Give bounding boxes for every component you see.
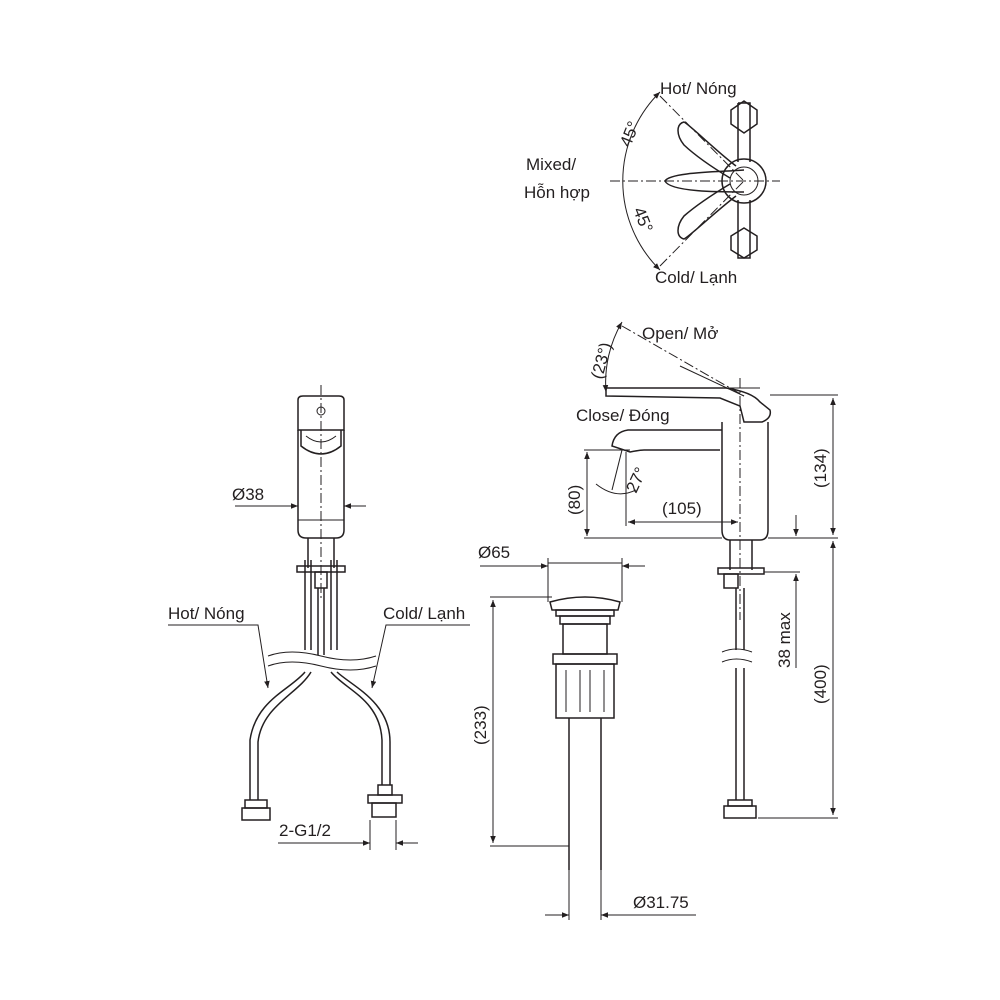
side-close-label: Close/ Đóng (576, 406, 670, 425)
front-nut (314, 571, 328, 589)
drain-d65-label: Ø65 (478, 543, 510, 562)
side-open-label: Open/ Mở (642, 324, 718, 343)
front-fitting-left-b (241, 807, 271, 821)
front-hose-right (330, 671, 391, 785)
side-fitting-b (723, 805, 757, 819)
front-thread-label: 2-G1/2 (279, 821, 331, 840)
top-view: Hot/ Nóng Mixed/ Hỗn hợp Cold/ Lạnh 45° … (524, 79, 780, 287)
front-lever (300, 430, 342, 455)
top-hot-label: Hot/ Nóng (660, 79, 737, 98)
drain-body (555, 663, 615, 719)
side-view: Open/ Mở Close/ Đóng (23°) 27° (80) (105… (565, 321, 838, 819)
drain-body-detail (565, 670, 605, 712)
drain-ring-1 (559, 615, 611, 625)
side-shank (729, 540, 753, 570)
front-handle-dot (316, 406, 326, 416)
front-lever-inner (305, 435, 337, 443)
front-break-lower (267, 661, 377, 671)
top-mixed-label-2: Hỗn hợp (524, 183, 590, 202)
drain-view: Ø65 (233) Ø31.75 (471, 543, 696, 920)
side-spout-ref (611, 449, 623, 491)
top-nut-upper (730, 100, 758, 134)
side-spout (611, 429, 722, 453)
front-fitting-right-b (367, 794, 403, 804)
handle-hot (677, 121, 737, 179)
side-hose-upper (735, 588, 745, 650)
front-fitting-left-a (244, 799, 268, 809)
side-fitting-a (727, 799, 753, 807)
drain-nut (552, 653, 618, 665)
side-nut (723, 573, 739, 589)
drain-pipe (568, 718, 602, 870)
front-shank (307, 538, 335, 568)
side-hose-lower (735, 668, 745, 800)
drain-thread (562, 623, 608, 655)
side-body (721, 422, 769, 541)
top-mixed-label-1: Mixed/ (526, 155, 576, 174)
top-body-lower (737, 200, 751, 259)
front-hose-left-top (304, 560, 312, 650)
side-105-label: (105) (662, 499, 702, 518)
side-break (721, 648, 753, 663)
drain-233-label: (233) (471, 705, 490, 745)
front-stud (317, 588, 325, 655)
front-handle (297, 395, 345, 431)
side-lever (605, 387, 772, 423)
handle-cold (677, 183, 737, 240)
side-open-dashline (621, 325, 745, 397)
front-break-upper (267, 651, 377, 661)
drain-cap (549, 596, 621, 611)
front-view: Ø38 2-G1/2 Hot/ Nóng Cold/ Lạnh (168, 385, 470, 850)
front-hot-label: Hot/ Nóng (168, 604, 245, 623)
front-fitting-right-a (377, 784, 393, 796)
side-lever-arc (602, 321, 623, 393)
drain-flange (555, 609, 615, 617)
front-cold-leader (370, 624, 470, 689)
top-angle-upper: 45° (616, 119, 643, 150)
side-400-label: (400) (811, 664, 830, 704)
side-lever-open-edge (679, 365, 745, 397)
front-body (297, 430, 345, 539)
side-spout-arc (595, 483, 637, 495)
side-spout-angle: 27° (622, 464, 650, 495)
side-washer (717, 567, 765, 575)
front-d38-label: Ø38 (232, 485, 264, 504)
front-fitting-right-c (371, 802, 397, 818)
front-cold-label: Cold/ Lạnh (383, 604, 465, 623)
drain-d3175-label: Ø31.75 (633, 893, 689, 912)
side-80-label: (80) (565, 485, 584, 515)
top-swing-arc (622, 91, 661, 271)
top-body-inner-circle (729, 166, 759, 196)
top-body-circle (721, 158, 767, 204)
front-hose-left (249, 671, 312, 800)
top-nut-lower (730, 227, 758, 259)
top-cold-dashline (659, 180, 745, 267)
side-lever-angle: (23°) (588, 340, 616, 381)
front-hose-right-top (330, 560, 338, 650)
side-134-label: (134) (811, 448, 830, 488)
top-cold-label: Cold/ Lạnh (655, 268, 737, 287)
front-hot-leader (168, 624, 270, 689)
top-hot-dashline (659, 95, 745, 182)
side-38max-label: 38 max (775, 612, 794, 668)
